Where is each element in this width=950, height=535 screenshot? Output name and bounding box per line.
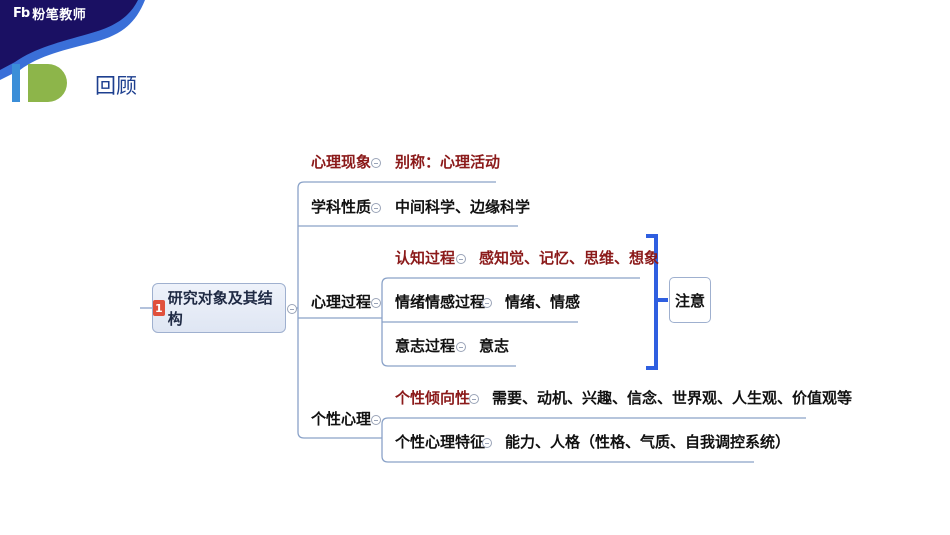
sub-emotion-process[interactable]: 情绪情感过程 — [395, 293, 486, 311]
collapse-toggle-icon[interactable] — [482, 298, 492, 308]
section-title: 回顾 — [95, 74, 137, 98]
collapse-toggle-icon[interactable] — [456, 342, 466, 352]
collapse-toggle-icon[interactable] — [371, 298, 381, 308]
collapse-toggle-icon[interactable] — [482, 438, 492, 448]
sub-personality-traits[interactable]: 个性心理特征 — [395, 433, 486, 451]
detail-cognitive-process[interactable]: 感知觉、记忆、思维、想象 — [479, 249, 660, 267]
detail-discipline-nature[interactable]: 中间科学、边缘科学 — [395, 198, 531, 216]
collapse-toggle-icon[interactable] — [371, 415, 381, 425]
sub-cognitive-process[interactable]: 认知过程 — [395, 249, 456, 267]
collapse-toggle-icon[interactable] — [371, 158, 381, 168]
detail-personality-tendency[interactable]: 需要、动机、兴趣、信念、世界观、人生观、价值观等 — [492, 389, 853, 407]
collapse-toggle-icon[interactable] — [287, 304, 297, 314]
branch-mental-process[interactable]: 心理过程 — [311, 293, 372, 311]
detail-emotion-process[interactable]: 情绪、情感 — [505, 293, 581, 311]
detail-will-process[interactable]: 意志 — [479, 337, 510, 355]
collapse-toggle-icon[interactable] — [456, 254, 466, 264]
brand-logo-icon: Fb — [13, 6, 30, 21]
header-wave-decoration — [0, 0, 145, 80]
branch-mental-phenomena[interactable]: 心理现象 — [311, 153, 372, 171]
brand-logo: Fb 粉笔教师 — [13, 4, 86, 23]
sub-personality-tendency[interactable]: 个性倾向性 — [395, 389, 471, 407]
collapse-toggle-icon[interactable] — [371, 203, 381, 213]
section-mark-icon — [12, 64, 67, 102]
sub-will-process[interactable]: 意志过程 — [395, 337, 456, 355]
priority-badge: 1 — [153, 300, 165, 316]
attention-note-node[interactable]: 注意 — [669, 277, 711, 323]
detail-mental-phenomena[interactable]: 别称：心理活动 — [395, 153, 501, 171]
root-label: 研究对象及其结构 — [167, 289, 273, 328]
mindmap-root-node[interactable]: 1 研究对象及其结构 — [152, 283, 286, 333]
detail-personality-traits[interactable]: 能力、人格（性格、气质、自我调控系统） — [505, 433, 791, 451]
collapse-toggle-icon[interactable] — [469, 394, 479, 404]
branch-discipline-nature[interactable]: 学科性质 — [311, 198, 372, 216]
branch-personality[interactable]: 个性心理 — [311, 410, 372, 428]
brand-name: 粉笔教师 — [32, 8, 87, 23]
